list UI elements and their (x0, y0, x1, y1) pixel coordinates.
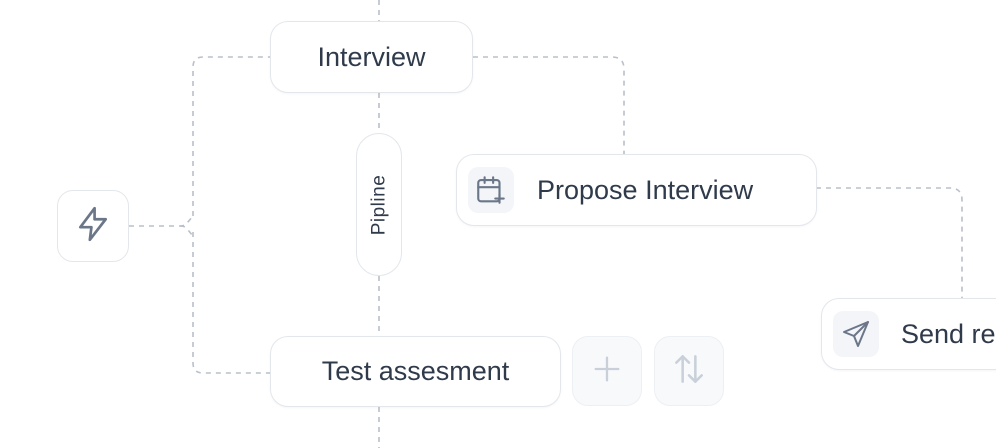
send-node[interactable]: Send re (821, 298, 996, 370)
connector-trigger-out (129, 215, 194, 227)
reorder-button[interactable] (654, 336, 724, 406)
add-node-button[interactable] (572, 336, 642, 406)
send-icon (833, 311, 879, 357)
connector-propose-send (816, 187, 963, 298)
interview-node[interactable]: Interview (270, 21, 473, 93)
plus-icon (590, 352, 624, 391)
test-assessment-node[interactable]: Test assesment (270, 336, 561, 407)
calendar-plus-icon (468, 167, 514, 213)
connector-branch-down (192, 232, 270, 374)
connector-trigger-down-join (179, 225, 194, 237)
trigger-node[interactable] (57, 190, 129, 262)
connector-branch-up (192, 56, 270, 216)
arrows-up-down-icon (670, 350, 708, 393)
connector-interview-propose (473, 56, 625, 155)
propose-interview-label: Propose Interview (537, 174, 754, 205)
lightning-icon (74, 204, 112, 249)
pipeline-label: Pipline (368, 174, 390, 235)
interview-label: Interview (317, 41, 426, 72)
pipeline-pill[interactable]: Pipline (356, 133, 402, 276)
send-label: Send re (901, 318, 996, 349)
test-assessment-label: Test assesment (321, 356, 510, 386)
propose-interview-node[interactable]: Propose Interview (456, 154, 817, 226)
